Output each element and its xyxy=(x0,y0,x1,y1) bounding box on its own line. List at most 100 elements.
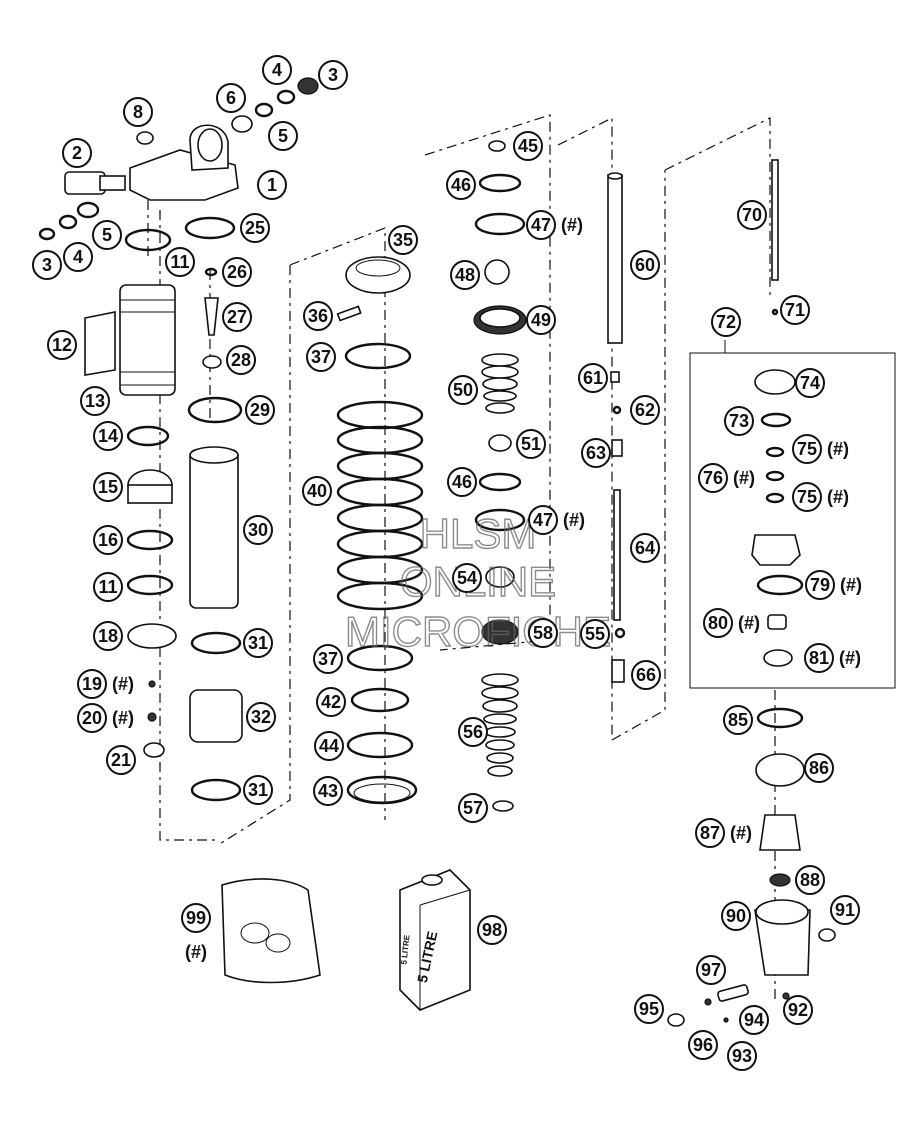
callout-circle xyxy=(696,955,726,985)
callout-circle xyxy=(724,406,754,436)
callout-p14: 14 xyxy=(93,421,123,451)
callout-p3a: 3 xyxy=(32,250,62,280)
callout-circle xyxy=(630,395,660,425)
callout-p96: 96 xyxy=(688,1030,718,1060)
valve-stack-parts xyxy=(473,140,527,812)
callout-number: 11 xyxy=(98,577,117,597)
callout-circle xyxy=(458,717,488,747)
callout-number: 75 xyxy=(797,439,817,459)
callout-circle xyxy=(47,330,77,360)
callout-p56: 56 xyxy=(458,717,488,747)
spring-parts xyxy=(336,256,424,805)
callout-circle xyxy=(450,260,480,290)
callout-number: 21 xyxy=(111,750,131,770)
callout-number: 95 xyxy=(639,999,659,1019)
callout-circle xyxy=(723,705,753,735)
callout-number: 4 xyxy=(73,247,83,267)
callout-number: 4 xyxy=(272,60,282,80)
damper-body-parts xyxy=(184,216,243,802)
callout-p13: 13 xyxy=(80,386,110,416)
callout-number: 46 xyxy=(452,472,472,492)
callout-labels: 1233445568111112131415161819(#)20(#)2125… xyxy=(32,55,862,1071)
callout-circle xyxy=(32,250,62,280)
callout-circle xyxy=(578,363,608,393)
callout-circle xyxy=(830,895,860,925)
callout-circle xyxy=(318,60,348,90)
callout-p74: 74 xyxy=(795,368,825,398)
callout-p88: 88 xyxy=(795,865,825,895)
callout-number: 46 xyxy=(451,175,471,195)
callout-p80: 80(#) xyxy=(703,608,760,638)
callout-number: 71 xyxy=(785,300,805,320)
callout-p73: 73 xyxy=(724,406,754,436)
callout-p47b: 47(#) xyxy=(528,505,585,535)
callout-p98: 98 xyxy=(477,915,507,945)
callout-circle xyxy=(243,515,273,545)
callout-circle xyxy=(93,621,123,651)
callout-number: 72 xyxy=(716,312,736,332)
callout-number: 43 xyxy=(318,781,338,801)
callout-circle xyxy=(92,220,122,250)
callout-circle xyxy=(222,257,252,287)
callout-number: 31 xyxy=(248,780,268,800)
callout-p36: 36 xyxy=(303,301,333,331)
callout-number: 62 xyxy=(635,400,655,420)
callout-p20: 20(#) xyxy=(77,703,134,733)
callout-number: 37 xyxy=(318,649,338,669)
callout-number: 70 xyxy=(742,205,762,225)
callout-hash-mark: (#) xyxy=(827,487,849,507)
callout-circle xyxy=(795,368,825,398)
callout-p75a: 75(#) xyxy=(792,434,849,464)
callout-p4a: 4 xyxy=(63,242,93,272)
callout-circle xyxy=(630,250,660,280)
callout-number: 18 xyxy=(98,626,118,646)
callout-number: 26 xyxy=(227,262,247,282)
callout-p42: 42 xyxy=(316,687,346,717)
callout-number: 54 xyxy=(457,568,477,588)
callout-number: 85 xyxy=(728,710,748,730)
callout-circle xyxy=(516,429,546,459)
callout-circle xyxy=(804,643,834,673)
callout-number: 79 xyxy=(810,575,830,595)
callout-p27: 27 xyxy=(222,302,252,332)
callout-circle xyxy=(783,995,813,1025)
callout-circle xyxy=(313,644,343,674)
callout-number: 5 xyxy=(278,126,288,146)
callout-number: 99 xyxy=(186,908,206,928)
callout-number: 94 xyxy=(744,1010,764,1030)
callout-circle xyxy=(303,301,333,331)
callout-p85: 85 xyxy=(723,705,753,735)
callout-p97: 97 xyxy=(696,955,726,985)
callout-p26: 26 xyxy=(222,257,252,287)
callout-p11b: 11 xyxy=(93,572,123,602)
callout-p66: 66 xyxy=(631,660,661,690)
top-mount-assembly xyxy=(38,77,319,241)
callout-number: 1 xyxy=(267,175,277,195)
callout-p5a: 5 xyxy=(92,220,122,250)
callout-number: 42 xyxy=(321,692,341,712)
callout-p4b: 4 xyxy=(262,55,292,85)
callout-p76: 76(#) xyxy=(698,463,755,493)
callout-p50: 50 xyxy=(448,375,478,405)
callout-circle xyxy=(477,915,507,945)
callout-number: 2 xyxy=(72,143,82,163)
callout-number: 48 xyxy=(455,265,475,285)
callout-hash-mark: (#) xyxy=(840,575,862,595)
callout-p72: 72 xyxy=(711,307,741,337)
coil-spring xyxy=(336,400,424,611)
watermark-line3: MICROFICHE xyxy=(345,608,611,655)
callout-p44: 44 xyxy=(314,731,344,761)
callout-circle xyxy=(805,570,835,600)
callout-p86: 86 xyxy=(804,753,834,783)
callout-circle xyxy=(448,375,478,405)
callout-circle xyxy=(711,307,741,337)
callout-p58: 58 xyxy=(528,618,558,648)
callout-circle xyxy=(93,421,123,451)
callout-circle xyxy=(581,438,611,468)
callout-p92: 92 xyxy=(783,995,813,1025)
callout-number: 88 xyxy=(800,870,820,890)
callout-p29: 29 xyxy=(245,395,275,425)
callout-number: 30 xyxy=(248,520,268,540)
callout-p90: 90 xyxy=(721,901,751,931)
callout-p40: 40 xyxy=(302,476,332,506)
